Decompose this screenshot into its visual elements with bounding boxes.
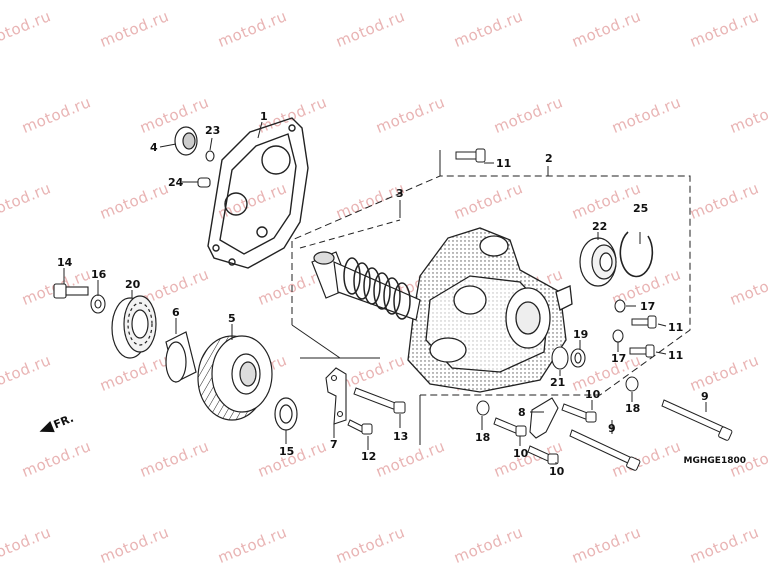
callout-11-top: 11 [496, 157, 511, 170]
dowel-part [197, 177, 211, 188]
callout-9-right: 9 [701, 390, 709, 403]
callout-23: 23 [205, 124, 220, 137]
bolt-part [53, 283, 89, 299]
washer-18-part [476, 376, 639, 416]
long-bolt-part [569, 399, 733, 471]
callout-20: 20 [125, 278, 141, 291]
callout-11-low: 11 [668, 349, 683, 362]
gasket-part [207, 117, 309, 269]
callout-17-top: 17 [640, 300, 655, 313]
seal-part [551, 346, 586, 370]
callout-25: 25 [633, 202, 648, 215]
callout-7: 7 [330, 438, 338, 451]
gear-part [197, 335, 273, 421]
callout-18-right: 18 [625, 402, 640, 415]
bracket-part [325, 367, 559, 439]
final-gear-case [407, 227, 573, 393]
circlip-part [619, 231, 654, 278]
bolt-13-part [347, 387, 406, 435]
callout-9-mid: 9 [608, 422, 616, 435]
case-bearing-part [579, 237, 617, 287]
diagram-code: MGHGE1800 [683, 456, 746, 466]
callout-3: 3 [396, 187, 404, 200]
thrust-washer-part [274, 397, 298, 431]
flange-bolt-part [455, 148, 657, 358]
callout-10-mid: 10 [513, 447, 529, 460]
callout-22: 22 [592, 220, 607, 233]
callout-11-mid: 11 [668, 321, 683, 334]
group-frame-3 [299, 219, 401, 249]
callout-19: 19 [573, 328, 588, 341]
bearing-part [111, 295, 157, 359]
leader-lines [63, 121, 707, 464]
washer-part [90, 294, 106, 314]
callout-6: 6 [172, 306, 180, 319]
callout-10-right: 10 [585, 388, 601, 401]
callout-10-low: 10 [549, 465, 565, 478]
callout-21: 21 [550, 376, 565, 389]
sealing-washer-part [612, 299, 626, 343]
bolt-10-part [493, 403, 597, 465]
callout-labels: 4 23 1 24 11 2 3 22 25 14 16 20 6 5 17 1… [57, 110, 709, 478]
callout-15: 15 [279, 445, 294, 458]
pin-part [205, 150, 215, 162]
callout-4: 4 [150, 141, 158, 154]
drive-shaft-part [311, 251, 421, 321]
oil-seal-part [174, 126, 198, 156]
callout-16: 16 [91, 268, 107, 281]
callout-5: 5 [228, 312, 236, 325]
callout-1: 1 [260, 110, 268, 123]
group-frame-2 [291, 175, 691, 396]
callout-8: 8 [518, 406, 526, 419]
collar-part [165, 331, 197, 383]
callout-2: 2 [545, 152, 553, 165]
callout-14: 14 [57, 256, 73, 269]
callout-24: 24 [168, 176, 184, 189]
callout-13: 13 [393, 430, 408, 443]
callout-18-mid: 18 [475, 431, 490, 444]
callout-12: 12 [361, 450, 376, 463]
callout-17-low: 17 [611, 352, 626, 365]
